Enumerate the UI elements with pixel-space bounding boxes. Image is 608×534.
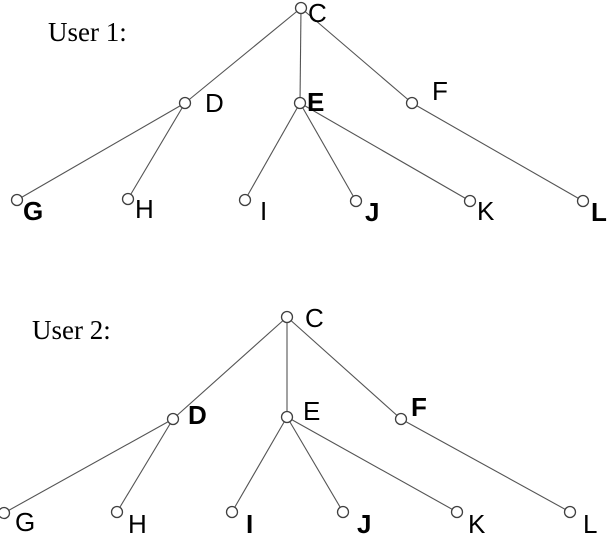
tree1-edge-C-E	[299, 7, 302, 104]
tree2-node-D	[166, 412, 180, 426]
tree1-node-J	[349, 194, 363, 208]
tree2-node-I	[225, 505, 239, 519]
tree2-label-C: C	[305, 303, 324, 333]
tree2-node-G	[0, 506, 11, 520]
tree-user2: User 2:	[0, 303, 597, 534]
tree2-label-L: L	[583, 509, 597, 534]
tree2-edge-E-I	[231, 416, 288, 513]
tree1-label-D: D	[205, 88, 224, 118]
tree2-label-G: G	[15, 507, 35, 534]
tree1-node-C	[294, 1, 308, 15]
tree2-node-H	[110, 505, 124, 519]
tree2-label-F: F	[411, 392, 427, 422]
tree2-edges	[3, 316, 571, 514]
tree2-node-circles	[0, 310, 577, 520]
tree1-title: User 1:	[48, 17, 127, 47]
tree2-edge-E-J	[286, 416, 344, 513]
tree1-edge-D-G	[16, 102, 186, 201]
tree1-label-C: C	[308, 0, 327, 28]
tree1-label-L: L	[591, 197, 607, 227]
tree2-edge-C-D	[172, 316, 288, 420]
tree1-label-I: I	[260, 196, 267, 226]
tree2-edge-E-K	[286, 416, 458, 513]
tree1-label-K: K	[477, 196, 495, 226]
tree2-label-D: D	[188, 400, 207, 430]
tree2-label-I: I	[246, 509, 253, 534]
tree1-node-F	[405, 96, 419, 110]
tree2-label-E: E	[303, 396, 320, 426]
tree2-node-labels: C D E F G H I J K L	[15, 303, 597, 534]
tree1-label-H: H	[135, 194, 154, 224]
tree-user1: User 1:	[10, 0, 607, 227]
tree1-edge-E-J	[299, 102, 357, 202]
tree1-node-circles	[10, 1, 590, 208]
tree1-node-L	[576, 194, 590, 208]
tree1-node-D	[178, 96, 192, 110]
tree1-label-J: J	[365, 197, 379, 227]
tree1-label-F: F	[432, 76, 448, 106]
tree1-edge-F-L	[411, 102, 584, 202]
tree1-label-E: E	[307, 87, 324, 117]
tree2-edge-D-H	[116, 418, 174, 513]
tree2-label-J: J	[357, 509, 371, 534]
tree1-edge-C-F	[300, 7, 413, 104]
tree1-edge-C-D	[184, 7, 302, 104]
tree1-node-labels: C D E F G H I J K L	[23, 0, 607, 227]
tree1-label-G: G	[23, 196, 43, 226]
tree1-node-I	[238, 193, 252, 207]
tree1-edge-E-I	[244, 102, 301, 201]
tree2-edge-C-F	[286, 316, 402, 420]
tree2-title: User 2:	[32, 315, 111, 345]
tree2-node-J	[336, 505, 350, 519]
tree1-edge-E-K	[299, 102, 471, 202]
tree1-node-H	[121, 192, 135, 206]
tree2-edge-D-G	[3, 418, 174, 514]
tree2-label-K: K	[468, 509, 486, 534]
tree2-node-F	[394, 412, 408, 426]
tree1-edges	[16, 7, 584, 202]
tree1-edge-D-H	[127, 102, 186, 200]
tree2-node-C	[280, 310, 294, 324]
tree2-node-E	[280, 410, 294, 424]
tree2-node-K	[450, 505, 464, 519]
tree2-edge-F-L	[400, 418, 571, 513]
tree2-node-L	[563, 505, 577, 519]
tree2-label-H: H	[128, 509, 147, 534]
tree1-node-E	[293, 96, 307, 110]
tree1-node-G	[10, 193, 24, 207]
tree1-node-K	[463, 194, 477, 208]
